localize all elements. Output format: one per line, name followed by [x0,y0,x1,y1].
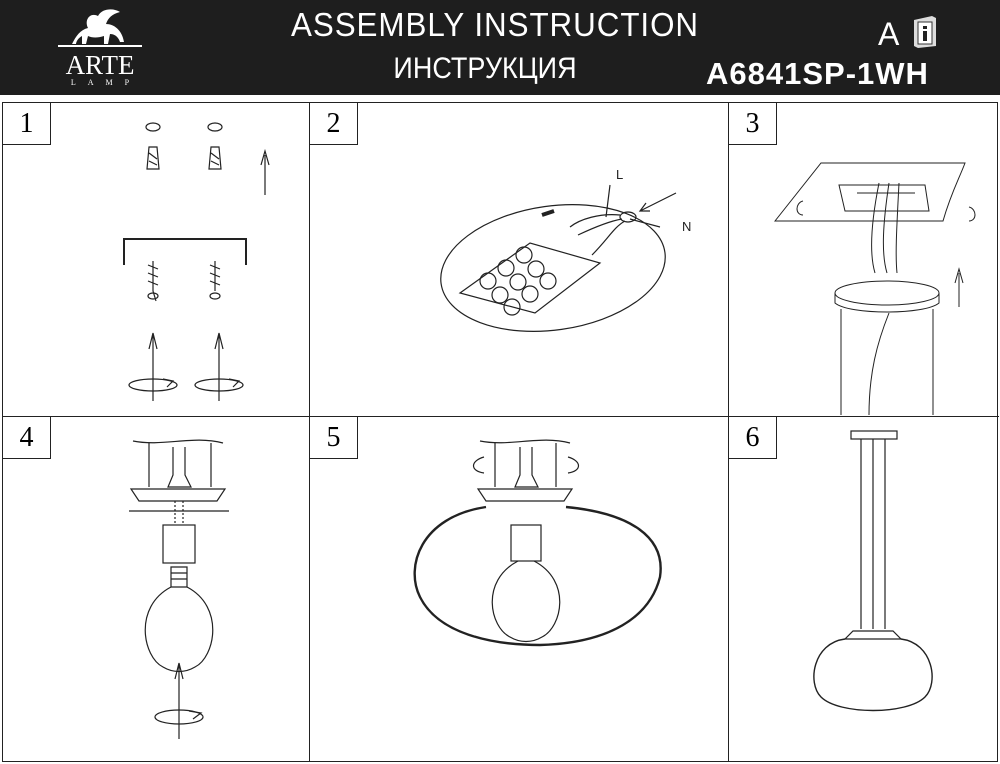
step-number: 5 [310,417,358,459]
logo-sub: LAMP [70,78,142,87]
arte-lamp-logo: ARTE LAMP [50,6,150,91]
document-title: ASSEMBLY INSTRUCTION [290,6,700,43]
step-number: 6 [729,417,777,459]
step-number: 3 [729,103,777,145]
mounting-hardware-illustration [123,122,270,401]
live-wire-label: L [616,167,623,182]
step-1-panel: 1 [3,103,310,417]
winged-lion-icon [58,9,142,47]
neutral-wire-label: N [682,219,691,234]
logo-brand: ARTE [65,50,135,80]
step-number: 4 [3,417,51,459]
bulb-install-illustration [129,439,229,739]
step-6-panel: 6 [729,417,999,761]
document-subtitle: ИНСТРУКЦИЯ [393,52,577,85]
step-5-panel: 5 [310,417,729,761]
instruction-grid: 1 2 L N [2,102,999,762]
header: ARTE LAMP ASSEMBLY INSTRUCTION ИНСТРУКЦИ… [0,0,1000,95]
ceiling-mount-illustration [773,162,976,416]
finished-pendant-illustration [813,430,933,712]
model-number: A6841SP-1WH [706,56,929,91]
step-number: 1 [3,103,51,145]
step-3-panel: 3 [729,103,999,417]
step-number: 2 [310,103,358,145]
step-2-panel: 2 L N [310,103,729,417]
shade-install-illustration [413,439,662,647]
info-book-icon [914,16,936,48]
terminal-block-wiring-illustration: L N [440,167,691,332]
language-code: A [878,16,900,52]
step-4-panel: 4 [3,417,310,761]
